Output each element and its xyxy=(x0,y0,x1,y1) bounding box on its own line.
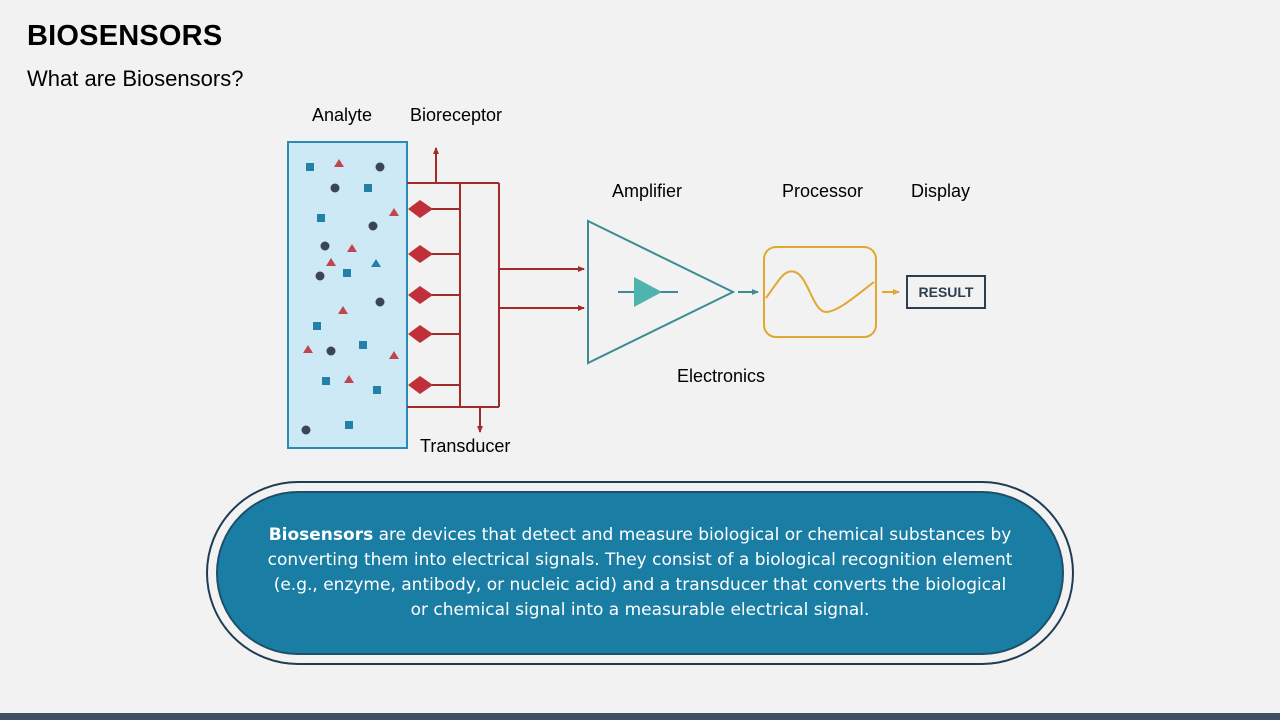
analyte-triangle xyxy=(344,375,354,383)
amplifier-symbol-icon xyxy=(634,277,662,307)
analyte-triangle xyxy=(303,345,313,353)
analyte-circle xyxy=(375,297,385,307)
analyte-square xyxy=(306,163,314,171)
analyte-square xyxy=(322,377,330,385)
processor-box xyxy=(763,246,877,338)
analyte-triangles xyxy=(303,159,399,383)
analyte-square xyxy=(364,184,372,192)
analyte-triangle xyxy=(371,259,381,267)
analyte-container xyxy=(287,141,408,449)
analyte-triangle xyxy=(334,159,344,167)
analyte-triangle xyxy=(347,244,357,252)
electronics-label: Electronics xyxy=(677,366,765,386)
slide-title: BIOSENSORS xyxy=(27,20,223,52)
description-text: Biosensors are devices that detect and m… xyxy=(265,523,1015,623)
analyte-square xyxy=(373,386,381,394)
analyte-circle xyxy=(375,162,385,172)
waveform-icon xyxy=(765,270,875,314)
analyte-circle xyxy=(326,346,336,356)
amplifier-label: Amplifier xyxy=(612,181,682,201)
analyte-square xyxy=(313,322,321,330)
analyte-square xyxy=(343,269,351,277)
analyte-square xyxy=(317,214,325,222)
bioreceptor-diamond xyxy=(408,286,433,304)
bioreceptor-diamond xyxy=(408,325,433,343)
analyte-circle xyxy=(320,241,330,251)
bioreceptor-diamond xyxy=(408,245,433,263)
analyte-triangle xyxy=(326,258,336,266)
transducer-wiring xyxy=(407,147,585,433)
slide-subtitle: What are Biosensors? xyxy=(27,66,244,91)
processor-label: Processor xyxy=(782,181,863,201)
analyte-circle xyxy=(301,425,311,435)
analyte-circle xyxy=(315,271,325,281)
biosensor-diagram: Analyte Bioreceptor Amplifier Processor … xyxy=(287,105,986,456)
analyte-circle xyxy=(330,183,340,193)
bioreceptor-diamond xyxy=(408,376,433,394)
description-bold-term: Biosensors xyxy=(268,525,374,545)
transducer-label: Transducer xyxy=(420,436,510,456)
analyte-squares xyxy=(306,163,381,429)
result-text: RESULT xyxy=(919,284,974,300)
bioreceptor-diamond xyxy=(408,200,433,218)
analyte-triangle xyxy=(389,351,399,359)
analyte-square xyxy=(345,421,353,429)
bioreceptors xyxy=(408,200,433,394)
analyte-circle xyxy=(368,221,378,231)
analyte-square xyxy=(359,341,367,349)
description-body: are devices that detect and measure biol… xyxy=(267,525,1013,620)
analyte-label: Analyte xyxy=(312,105,372,125)
description-panel: Biosensors are devices that detect and m… xyxy=(216,491,1064,655)
result-box xyxy=(906,275,986,309)
analyte-triangle xyxy=(338,306,348,314)
display-label: Display xyxy=(911,181,970,201)
analyte-triangle xyxy=(389,208,399,216)
analyte-circles xyxy=(301,162,385,435)
bottom-bar xyxy=(0,713,1280,720)
bioreceptor-label: Bioreceptor xyxy=(410,105,502,125)
